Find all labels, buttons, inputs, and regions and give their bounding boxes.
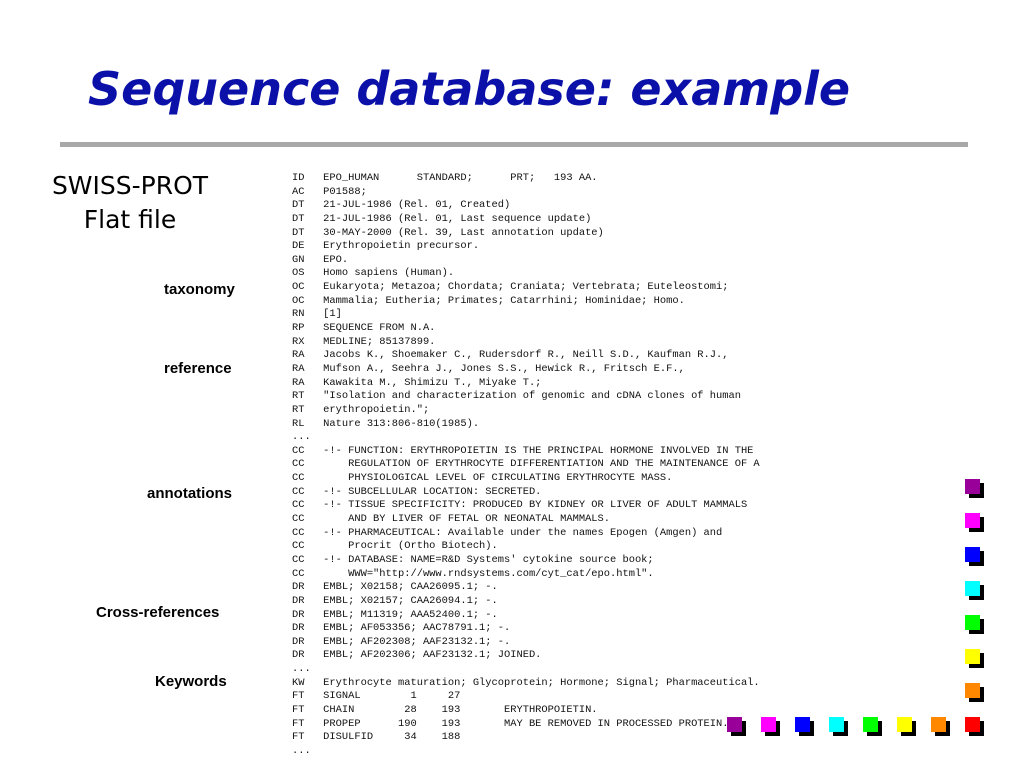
decorative-square-purple <box>965 479 984 498</box>
square-face <box>965 581 980 596</box>
subtitle-flat-file: Flat file <box>83 205 177 234</box>
record-line: CC Procrit (Ortho Biotech). <box>292 540 498 553</box>
record-line: GN EPO. <box>292 253 349 266</box>
decorative-square-green <box>863 717 882 736</box>
record-line: CC -!- SUBCELLULAR LOCATION: SECRETED. <box>292 485 542 498</box>
record-line: CC -!- DATABASE: NAME=R&D Systems' cytok… <box>292 553 654 566</box>
square-face <box>795 717 810 732</box>
record-line: FT CHAIN 28 193 ERYTHROPOIETIN. <box>292 703 598 716</box>
record-line: DR EMBL; X02158; CAA26095.1; -. <box>292 581 498 594</box>
decorative-square-blue <box>795 717 814 736</box>
square-face <box>761 717 776 732</box>
record-line: RN [1] <box>292 308 342 321</box>
record-line: RA Kawakita M., Shimizu T., Miyake T.; <box>292 376 542 389</box>
square-face <box>965 479 980 494</box>
record-line: RA Mufson A., Seehra J., Jones S.S., Hew… <box>292 362 685 375</box>
record-line: FT PROPEP 190 193 MAY BE REMOVED IN PROC… <box>292 717 729 730</box>
square-face <box>965 547 980 562</box>
record-line: ... <box>292 744 311 757</box>
record-line: DR EMBL; AF202308; AAF23132.1; -. <box>292 635 511 648</box>
record-line: DR EMBL; M11319; AAA52400.1; -. <box>292 608 498 621</box>
record-line: ... <box>292 663 311 676</box>
square-face <box>965 683 980 698</box>
square-face <box>965 649 980 664</box>
record-line: RT "Isolation and characterization of ge… <box>292 390 741 403</box>
square-face <box>727 717 742 732</box>
record-line: ... <box>292 431 311 444</box>
record-line: FT SIGNAL 1 27 <box>292 690 461 703</box>
record-line: DE Erythropoietin precursor. <box>292 240 480 253</box>
decorative-square-cyan <box>829 717 848 736</box>
decorative-square-yellow <box>897 717 916 736</box>
square-face <box>931 717 946 732</box>
label-keywords: Keywords <box>155 673 227 690</box>
label-taxonomy: taxonomy <box>164 281 235 298</box>
decorative-square-green <box>965 615 984 634</box>
record-line: DT 21-JUL-1986 (Rel. 01, Created) <box>292 199 511 212</box>
record-line: CC WWW="http://www.rndsystems.com/cyt_ca… <box>292 567 654 580</box>
decorative-square-red <box>965 717 984 736</box>
record-line: DR EMBL; AF202306; AAF23132.1; JOINED. <box>292 649 542 662</box>
record-line: RX MEDLINE; 85137899. <box>292 335 436 348</box>
record-line: ID EPO_HUMAN STANDARD; PRT; 193 AA. <box>292 172 598 184</box>
record-line: DT 30-MAY-2000 (Rel. 39, Last annotation… <box>292 226 604 239</box>
record-line: KW Erythrocyte maturation; Glycoprotein;… <box>292 676 760 689</box>
record-line: CC PHYSIOLOGICAL LEVEL OF CIRCULATING ER… <box>292 472 673 485</box>
decorative-square-magenta <box>761 717 780 736</box>
record-line: CC AND BY LIVER OF FETAL OR NEONATAL MAM… <box>292 513 611 526</box>
record-line: OC Eukaryota; Metazoa; Chordata; Craniat… <box>292 281 729 294</box>
record-line: FT DISULFID 34 188 <box>292 731 461 744</box>
record-line: CC -!- TISSUE SPECIFICITY: PRODUCED BY K… <box>292 499 748 512</box>
title-divider <box>60 142 968 147</box>
record-line: DR EMBL; X02157; CAA26094.1; -. <box>292 594 498 607</box>
decorative-square-orange <box>931 717 950 736</box>
decorative-square-blue <box>965 547 984 566</box>
record-line: RL Nature 313:806-810(1985). <box>292 417 480 430</box>
label-annotations: annotations <box>147 485 232 502</box>
decorative-square-cyan <box>965 581 984 600</box>
square-face <box>863 717 878 732</box>
record-line: OS Homo sapiens (Human). <box>292 267 455 280</box>
decorative-square-orange <box>965 683 984 702</box>
decorative-square-yellow <box>965 649 984 668</box>
record-line: CC -!- FUNCTION: ERYTHROPOIETIN IS THE P… <box>292 444 754 457</box>
record-line: CC REGULATION OF ERYTHROCYTE DIFFERENTIA… <box>292 458 760 471</box>
decorative-square-magenta <box>965 513 984 532</box>
slide-title: Sequence database: example <box>88 62 851 116</box>
record-line: RA Jacobs K., Shoemaker C., Rudersdorf R… <box>292 349 729 362</box>
record-line: DT 21-JUL-1986 (Rel. 01, Last sequence u… <box>292 212 592 225</box>
square-face <box>965 717 980 732</box>
decorative-square-purple <box>727 717 746 736</box>
swissprot-record: ID EPO_HUMAN STANDARD; PRT; 193 AA.AC P0… <box>292 172 760 759</box>
record-line: RP SEQUENCE FROM N.A. <box>292 322 436 335</box>
record-line: RT erythropoietin."; <box>292 403 430 416</box>
square-face <box>965 513 980 528</box>
subtitle-swiss-prot: SWISS-PROT <box>51 171 209 200</box>
square-face <box>897 717 912 732</box>
square-face <box>965 615 980 630</box>
record-line: CC -!- PHARMACEUTICAL: Available under t… <box>292 526 723 539</box>
record-line: AC P01588; <box>292 185 367 198</box>
record-line: OC Mammalia; Eutheria; Primates; Catarrh… <box>292 294 685 307</box>
record-line: DR EMBL; AF053356; AAC78791.1; -. <box>292 622 511 635</box>
square-face <box>829 717 844 732</box>
label-reference: reference <box>164 360 232 377</box>
label-cross-references: Cross-references <box>96 604 220 621</box>
